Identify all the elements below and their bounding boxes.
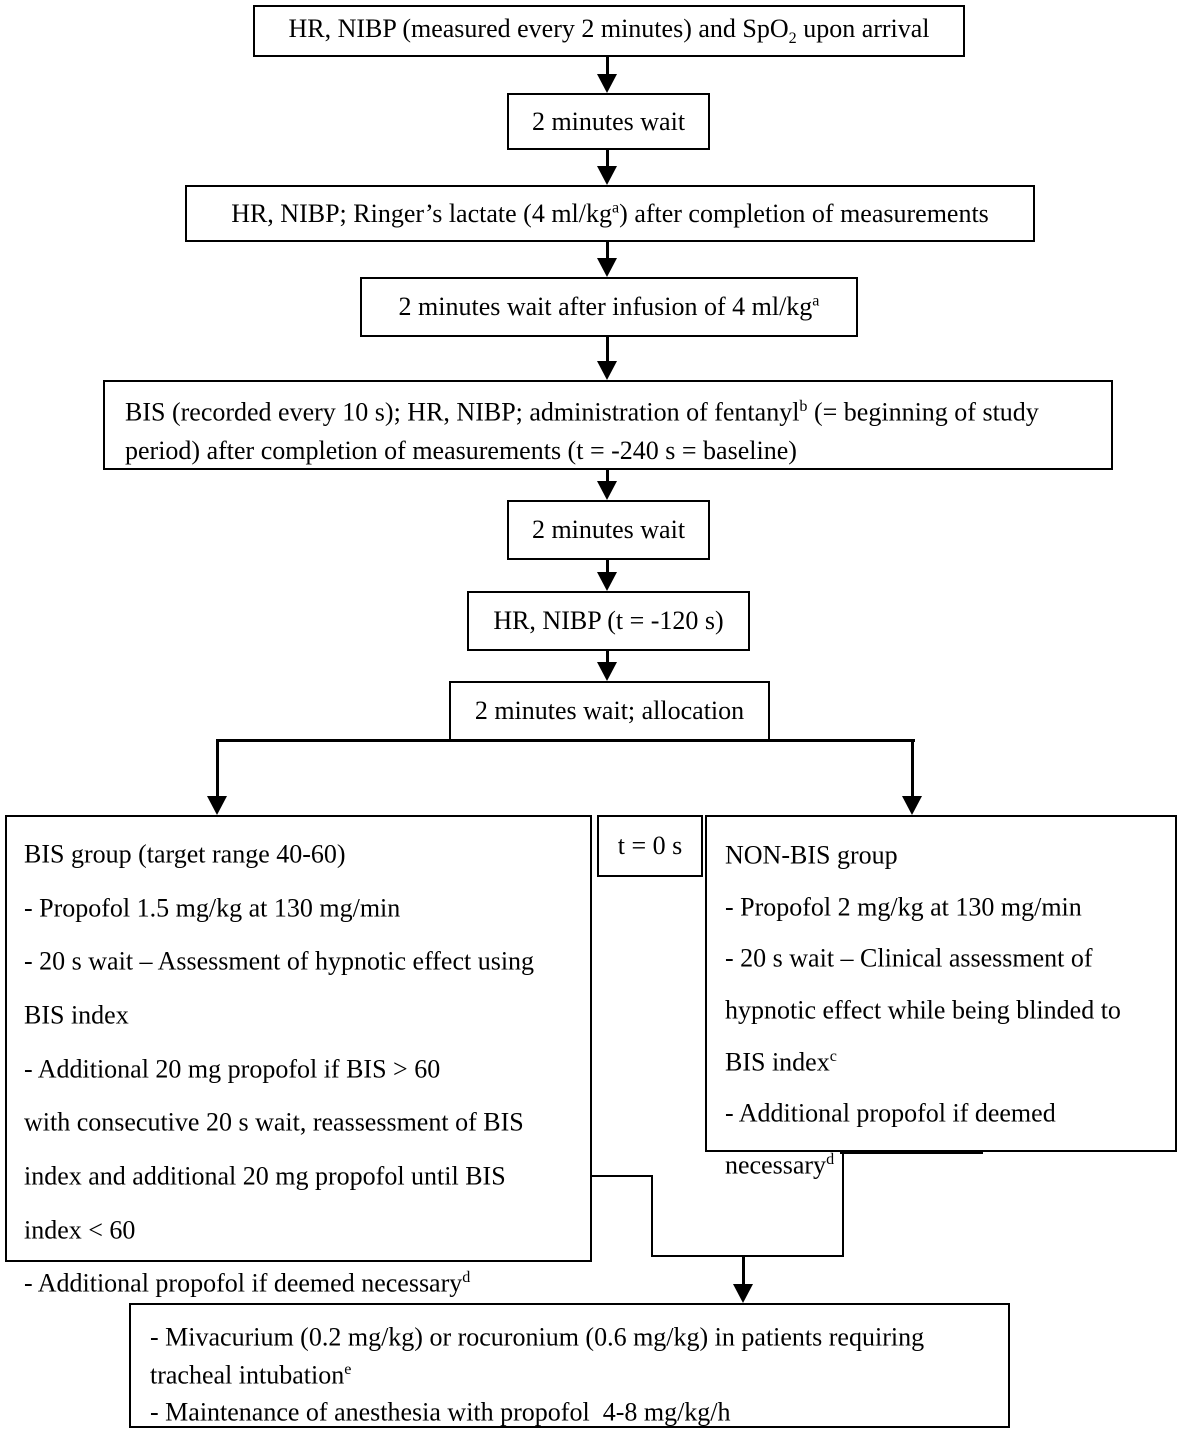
flow-box-wait-2: 2 minutes wait — [507, 500, 710, 560]
flow-box-bis-group: BIS group (target range 40-60) - Propofo… — [5, 815, 592, 1298]
flow-box-allocation-text: 2 minutes wait; allocation — [474, 696, 745, 725]
bis-group-line: - Propofol 1.5 mg/kg at 130 mg/min — [24, 893, 401, 923]
maintenance-line: - Mivacurium (0.2 mg/kg) or rocuronium (… — [150, 1322, 925, 1352]
connector-non-bis-vertical — [842, 1152, 844, 1257]
flow-box-ringers-lactate: HR, NIBP; Ringer’s lactate (4 ml/kga) af… — [185, 185, 1035, 242]
flow-box-maintenance: - Mivacurium (0.2 mg/kg) or rocuronium (… — [129, 1303, 1010, 1428]
non-bis-group-line: - 20 s wait – Clinical assessment of — [725, 943, 1093, 973]
arrow-5-head — [597, 481, 617, 500]
flow-box-hr-nibp-120: HR, NIBP (t = -120 s) — [467, 591, 750, 651]
branch-right-arrow-stem — [911, 739, 914, 797]
arrow-4-stem — [606, 336, 609, 362]
branch-left-arrow-stem — [216, 739, 219, 797]
flow-box-t-zero-text: t = 0 s — [617, 831, 683, 860]
arrow-2-stem — [606, 149, 609, 167]
bis-group-line: - 20 s wait – Assessment of hypnotic eff… — [24, 946, 535, 976]
non-bis-group-line: BIS indexc — [725, 1047, 837, 1077]
arrow-6-stem — [606, 559, 609, 574]
maintenance-line: tracheal intubatione — [150, 1360, 352, 1390]
bis-group-line: - Additional 20 mg propofol if BIS > 60 — [24, 1054, 441, 1084]
non-bis-group-line: NON-BIS group — [725, 840, 898, 870]
arrow-final-stem — [742, 1255, 745, 1285]
branch-right-arrow-head — [902, 796, 922, 815]
bis-group-line: index < 60 — [24, 1215, 136, 1245]
non-bis-group-line: - Additional propofol if deemed — [725, 1098, 1056, 1128]
arrow-4-head — [597, 361, 617, 380]
flow-box-arrival: HR, NIBP (measured every 2 minutes) and … — [253, 5, 965, 57]
arrow-7-head — [597, 662, 617, 681]
non-bis-group-line: necessaryd — [725, 1150, 835, 1180]
bis-group-line: BIS group (target range 40-60) — [24, 839, 346, 869]
connector-bis-stub — [590, 1175, 653, 1177]
flow-box-wait-2-text: 2 minutes wait — [531, 515, 686, 544]
arrow-2-head — [597, 166, 617, 185]
flow-box-fentanyl: BIS (recorded every 10 s); HR, NIBP; adm… — [103, 380, 1113, 470]
arrow-5-stem — [606, 469, 609, 483]
connector-merge-line — [651, 1255, 844, 1257]
flow-box-wait-1-text: 2 minutes wait — [531, 106, 686, 136]
arrow-6-head — [597, 572, 617, 591]
flow-box-non-bis-group: NON-BIS group - Propofol 2 mg/kg at 130 … — [705, 815, 1177, 1180]
flow-box-fentanyl-line-1: BIS (recorded every 10 s); HR, NIBP; adm… — [125, 397, 1039, 427]
flow-box-hr-nibp-120-text: HR, NIBP (t = -120 s) — [493, 606, 724, 635]
flow-box-ringers-lactate-text: HR, NIBP; Ringer’s lactate (4 ml/kga) af… — [231, 198, 989, 228]
flow-box-fentanyl-line-2: period) after completion of measurements… — [125, 435, 797, 465]
bis-group-line: BIS index — [24, 1000, 129, 1030]
flow-box-arrival-text: HR, NIBP (measured every 2 minutes) and … — [288, 13, 930, 48]
maintenance-line: - Maintenance of anesthesia with propofo… — [150, 1397, 731, 1427]
arrow-1-head — [597, 74, 617, 93]
non-bis-bottom-thick-segment — [840, 1150, 983, 1154]
arrow-1-stem — [606, 56, 609, 75]
bis-group-line: - Additional propofol if deemed necessar… — [24, 1268, 471, 1298]
flow-box-allocation: 2 minutes wait; allocation — [449, 681, 770, 741]
arrow-7-stem — [606, 650, 609, 664]
arrow-final-head — [733, 1284, 753, 1303]
arrow-3-head — [597, 258, 617, 277]
flow-box-wait-infusion: 2 minutes wait after infusion of 4 ml/kg… — [360, 277, 858, 337]
bis-group-line: with consecutive 20 s wait, reassessment… — [24, 1107, 524, 1137]
connector-bis-vertical — [651, 1175, 653, 1257]
non-bis-group-line: hypnotic effect while being blinded to — [725, 995, 1121, 1025]
bis-group-line: index and additional 20 mg propofol unti… — [24, 1161, 506, 1191]
flow-box-t-zero: t = 0 s — [597, 815, 703, 877]
branch-left-arrow-head — [207, 796, 227, 815]
flow-box-wait-1: 2 minutes wait — [507, 93, 710, 150]
flow-box-wait-infusion-text: 2 minutes wait after infusion of 4 ml/kg… — [398, 292, 820, 321]
branch-line — [216, 739, 915, 742]
non-bis-group-line: - Propofol 2 mg/kg at 130 mg/min — [725, 892, 1082, 922]
arrow-3-stem — [606, 241, 609, 259]
